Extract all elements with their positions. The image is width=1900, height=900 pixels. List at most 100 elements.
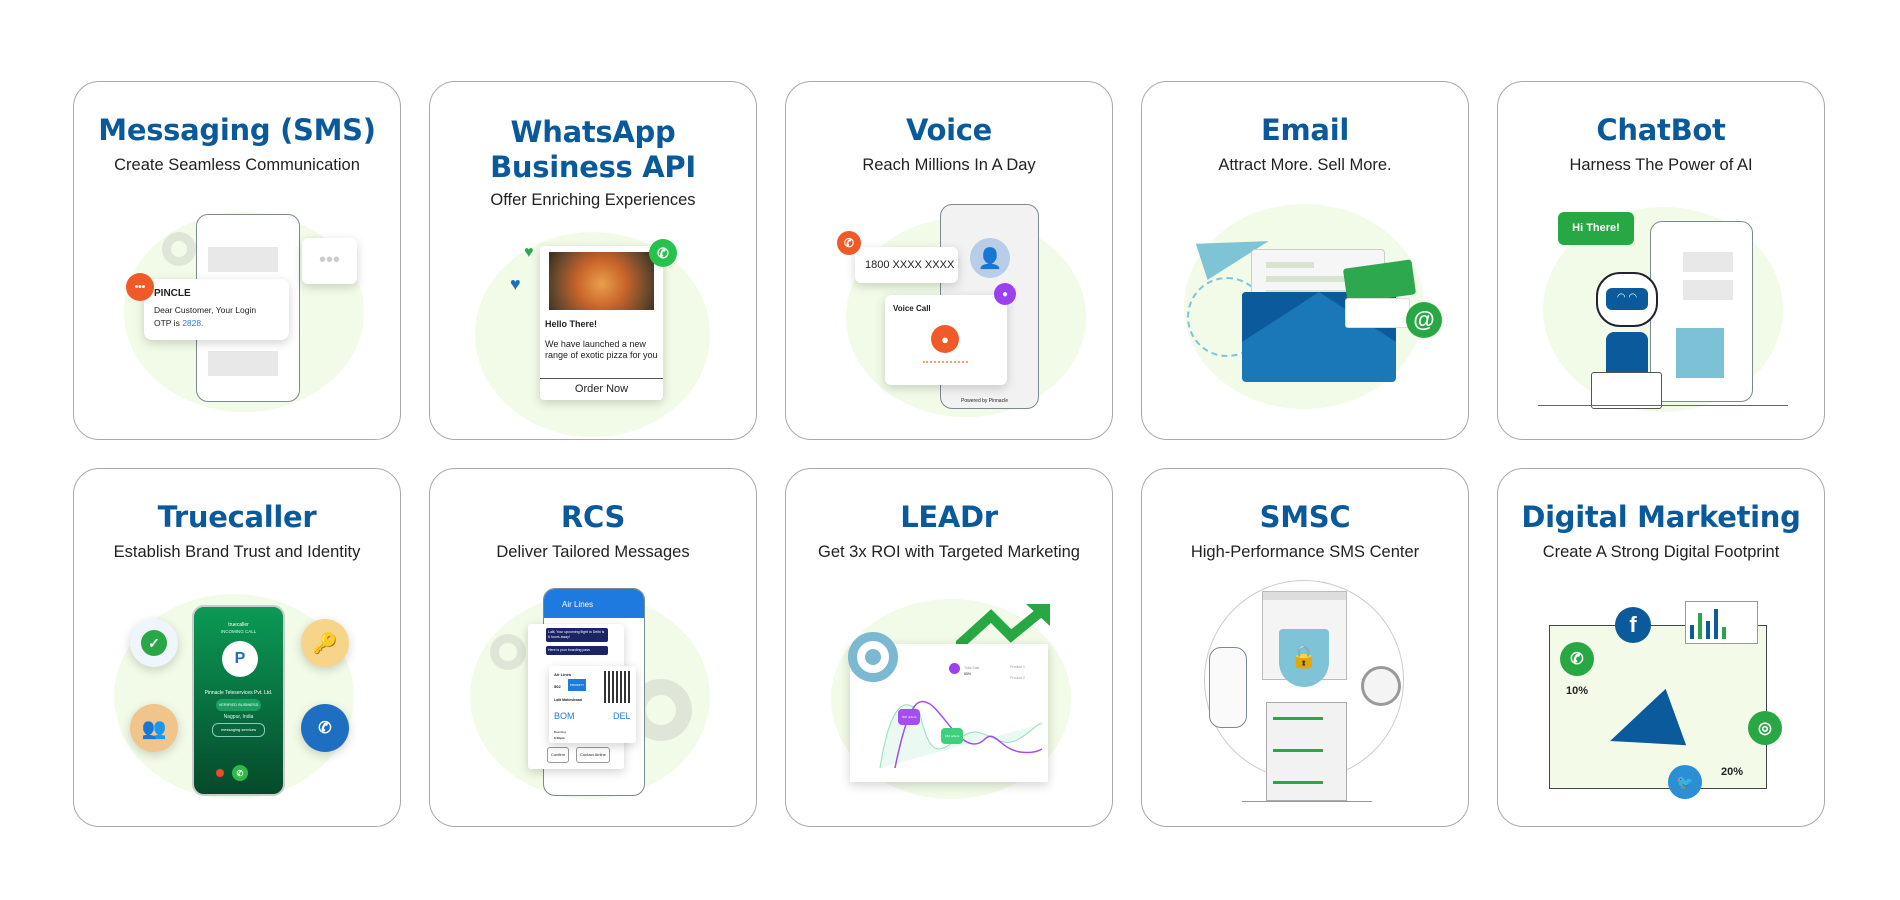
decoration bbox=[923, 361, 968, 367]
contact-airline-button: Contact Airline bbox=[576, 747, 610, 763]
bar-chart-icon bbox=[1685, 601, 1758, 644]
typing-bubble: ••• bbox=[302, 238, 357, 284]
boarding-pass: Air Lines 502 PRIORITY Lalit Maheshwari … bbox=[549, 666, 636, 743]
chat-bubble: Hi There! bbox=[1558, 212, 1634, 245]
decoration bbox=[949, 663, 960, 674]
decoration: OTP is 2828. bbox=[154, 317, 203, 329]
laptop bbox=[1591, 372, 1662, 409]
decoration bbox=[1273, 781, 1323, 784]
decoration: PRIORITY bbox=[568, 679, 587, 691]
card-title: Email bbox=[1261, 113, 1349, 147]
decoration: Product 2 bbox=[1010, 676, 1025, 680]
decoration bbox=[1273, 749, 1323, 752]
microphone-icon[interactable]: ● bbox=[931, 325, 959, 353]
shield-lock-icon: 🔒 bbox=[1279, 629, 1329, 687]
envelope bbox=[1242, 292, 1396, 382]
decoration: INCOMING CALL bbox=[220, 629, 257, 634]
service-card-digital-marketing[interactable]: Digital Marketing Create A Strong Digita… bbox=[1497, 468, 1825, 827]
service-card-smsc[interactable]: SMSC High-Performance SMS Center 🔒 bbox=[1141, 468, 1469, 827]
decoration bbox=[208, 247, 278, 272]
decoration bbox=[1266, 276, 1366, 282]
decoration: Hi There! bbox=[1572, 222, 1620, 234]
at-sign-icon: @ bbox=[1406, 302, 1442, 338]
decoration: 2828. bbox=[182, 318, 204, 328]
card-subtitle: Attract More. Sell More. bbox=[1218, 156, 1392, 174]
decoration: DEL bbox=[613, 711, 631, 721]
decoration: Product 1 bbox=[1010, 665, 1025, 669]
decoration: Voice Call bbox=[893, 304, 931, 313]
contact-card bbox=[1345, 298, 1410, 328]
decoration bbox=[1683, 252, 1733, 272]
decoration: PINCLE bbox=[154, 288, 191, 299]
card-title: LEADr bbox=[900, 500, 998, 534]
card-subtitle: Create Seamless Communication bbox=[114, 156, 360, 174]
decoration: ◠ ◠ bbox=[1606, 288, 1648, 310]
gear-icon bbox=[490, 634, 526, 670]
decoration: Air Lines bbox=[544, 589, 644, 618]
card-title-line2: Business API bbox=[490, 150, 696, 184]
decoration: ✓ bbox=[141, 630, 167, 656]
robot-head: ◠ ◠ bbox=[1596, 272, 1658, 327]
decoration: Air Lines bbox=[554, 672, 572, 677]
decoration bbox=[1242, 801, 1372, 802]
chat-icon: ••• bbox=[126, 273, 154, 301]
smartwatch-icon bbox=[1361, 666, 1401, 706]
decoration bbox=[1722, 627, 1726, 639]
service-card-whatsapp[interactable]: WhatsApp Business API Offer Enriching Ex… bbox=[429, 81, 757, 440]
card-title: Digital Marketing bbox=[1521, 500, 1801, 534]
card-title: ChatBot bbox=[1596, 113, 1726, 147]
decoration: OTP is bbox=[154, 318, 183, 328]
decoration: We have launched a new range of exotic p… bbox=[545, 339, 658, 360]
shield-phone-icon: ✆ bbox=[301, 704, 349, 752]
phone-illustration bbox=[1209, 647, 1247, 728]
order-now-button[interactable]: Order Now bbox=[574, 383, 629, 395]
phone-icon: ✆ bbox=[837, 231, 861, 255]
service-card-truecaller[interactable]: Truecaller Establish Brand Trust and Ide… bbox=[73, 468, 401, 827]
card-subtitle: Establish Brand Trust and Identity bbox=[113, 543, 361, 561]
decoration bbox=[1683, 280, 1733, 300]
service-card-rcs[interactable]: RCS Deliver Tailored Messages Air Lines … bbox=[429, 468, 757, 827]
service-card-leadr[interactable]: LEADr Get 3x ROI with Targeted Marketing… bbox=[785, 468, 1113, 827]
sms-card: PINCLE Dear Customer, Your Login OTP is … bbox=[144, 279, 289, 340]
decoration: Nagpur, India bbox=[223, 714, 254, 720]
decoration bbox=[1690, 625, 1694, 639]
decoration bbox=[1263, 592, 1346, 600]
promo-card: Hello There! We have launched a new rang… bbox=[540, 246, 663, 400]
service-card-chatbot[interactable]: ChatBot Harness The Power of AI Hi There… bbox=[1497, 81, 1825, 440]
decoration: truecaller bbox=[228, 622, 249, 628]
card-title: Voice bbox=[905, 113, 993, 147]
decoration bbox=[1538, 405, 1788, 406]
card-subtitle: High-Performance SMS Center bbox=[1190, 543, 1420, 561]
decoration bbox=[208, 351, 278, 376]
decoration: Here is your boarding pass bbox=[546, 646, 608, 655]
decoration: Lalit Maheshwari bbox=[554, 698, 583, 702]
card-subtitle: Create A Strong Digital Footprint bbox=[1542, 543, 1780, 561]
decoration: Lalit, Your upcoming flight to Delhi is … bbox=[546, 628, 608, 642]
target-icon bbox=[848, 632, 898, 682]
decoration: Boarding bbox=[554, 730, 567, 734]
growth-arrow-icon bbox=[956, 604, 1050, 649]
qr-code bbox=[604, 671, 631, 703]
decoration bbox=[1698, 613, 1702, 639]
decoration bbox=[1273, 717, 1323, 720]
whatsapp-icon: ✆ bbox=[649, 239, 677, 267]
card-title: SMSC bbox=[1259, 500, 1351, 534]
number-box: 1800 XXXX XXXX bbox=[855, 247, 958, 283]
server-stack bbox=[1266, 702, 1347, 801]
instagram-icon: ◎ bbox=[1748, 711, 1782, 745]
robot-body bbox=[1606, 332, 1648, 372]
service-card-email[interactable]: Email Attract More. Sell More. @ bbox=[1141, 81, 1469, 440]
decoration: messaging services bbox=[212, 723, 265, 737]
stat-label: 20% bbox=[1721, 766, 1744, 778]
decoration: Powered by Pinnacle bbox=[961, 398, 1008, 404]
decoration: 500 orders bbox=[898, 709, 921, 725]
service-card-sms[interactable]: Messaging (SMS) Create Seamless Communic… bbox=[73, 81, 401, 440]
card-title: RCS bbox=[560, 500, 626, 534]
verified-badge-icon: ✓ bbox=[130, 619, 178, 667]
confirm-button: Confirm bbox=[547, 747, 570, 763]
card-title: Truecaller bbox=[157, 500, 317, 534]
decoration bbox=[1026, 604, 1050, 626]
pizza-image bbox=[549, 252, 654, 310]
decoration: Dear Customer, Your Login bbox=[154, 305, 257, 315]
service-card-voice[interactable]: Voice Reach Millions In A Day Powered by… bbox=[785, 81, 1113, 440]
